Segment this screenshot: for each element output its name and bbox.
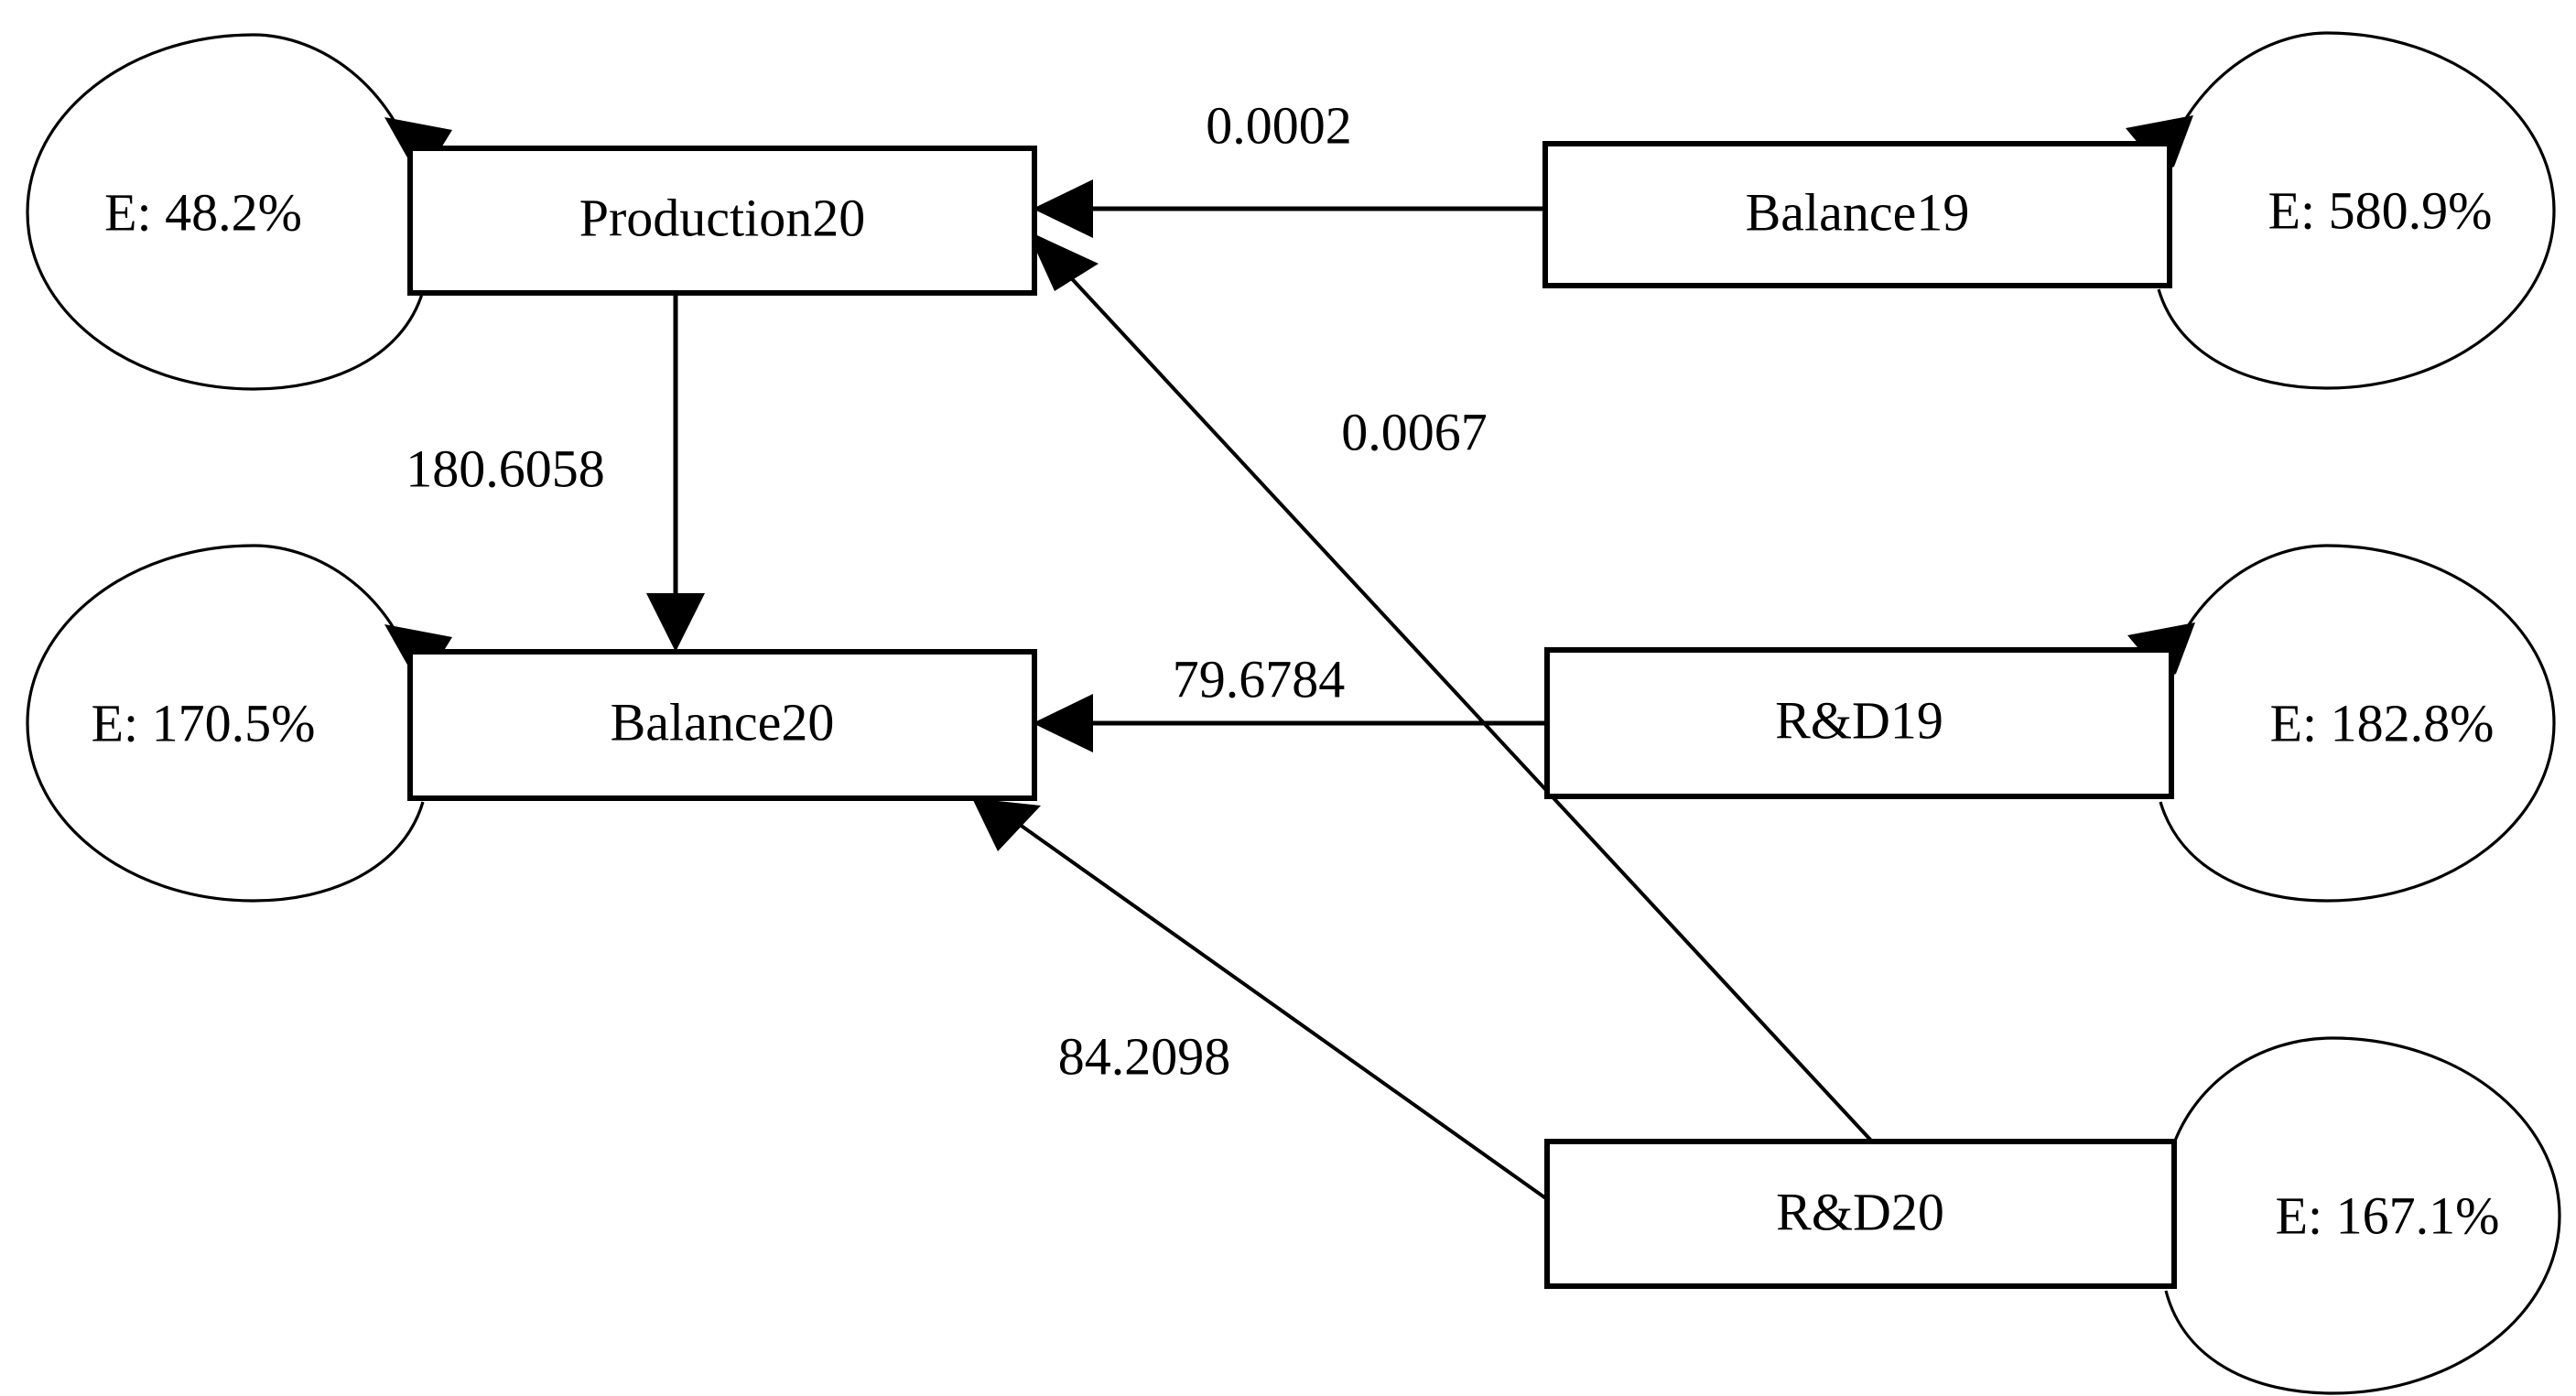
- node-balance19[interactable]: Balance19: [1542, 141, 2172, 288]
- node-box-rd20[interactable]: [1544, 1139, 2177, 1289]
- edge-arrowhead-production20-balance20: [646, 593, 705, 652]
- edge-line-rd20-production20: [1051, 256, 1874, 1143]
- error-ellipse-rd19: [2159, 544, 2556, 903]
- node-label-balance19: Balance19: [1746, 182, 1970, 242]
- edge-label-production20-balance20: 180.6058: [406, 438, 605, 498]
- edge-rd20-to-production20: 0.0067: [1027, 231, 1874, 1143]
- node-label-production20: Production20: [579, 188, 866, 247]
- error-ellipse-production20: [26, 33, 425, 391]
- node-production20[interactable]: Production20: [407, 146, 1037, 296]
- error-label-rd20: E: 167.1%: [2276, 1185, 2500, 1245]
- edge-arrowhead-rd19-balance20: [1033, 694, 1093, 752]
- error-loop-rd20: E: 167.1%: [2164, 1036, 2561, 1395]
- error-label-balance20: E: 170.5%: [92, 693, 316, 752]
- error-loop-balance19: E: 580.9%: [2126, 31, 2556, 390]
- edge-label-rd20-balance20: 84.2098: [1058, 1026, 1231, 1086]
- edge-production20-to-balance20: 180.6058: [406, 293, 705, 652]
- error-label-balance19: E: 580.9%: [2268, 180, 2493, 240]
- error-ellipse-balance19: [2157, 31, 2556, 390]
- edge-rd19-to-balance20: 79.6784: [1033, 649, 1547, 752]
- error-loop-balance20: E: 170.5%: [26, 544, 452, 903]
- edge-label-rd20-production20: 0.0067: [1341, 402, 1488, 461]
- node-rd20[interactable]: R&D20: [1544, 1139, 2177, 1289]
- edge-arrowhead-rd20-production20: [1027, 231, 1099, 291]
- edge-label-rd19-balance20: 79.6784: [1173, 649, 1346, 709]
- node-rd19[interactable]: R&D19: [1544, 647, 2174, 799]
- edge-arrowhead-rd20-balance20: [972, 798, 1041, 851]
- node-box-balance20[interactable]: [407, 649, 1037, 801]
- error-label-rd19: E: 182.8%: [2270, 693, 2495, 752]
- node-label-balance20: Balance20: [611, 692, 835, 752]
- error-ellipse-balance20: [26, 544, 425, 903]
- node-balance20[interactable]: Balance20: [407, 649, 1037, 801]
- error-loop-rd19: E: 182.8%: [2127, 544, 2556, 903]
- edge-arrowhead-balance19-production20: [1033, 179, 1093, 238]
- node-label-rd20: R&D20: [1776, 1182, 1944, 1241]
- edge-label-balance19-production20: 0.0002: [1206, 95, 1352, 155]
- edge-balance19-to-production20: 0.0002: [1033, 95, 1545, 238]
- error-label-production20: E: 48.2%: [104, 182, 302, 242]
- error-ellipse-rd20: [2164, 1036, 2561, 1395]
- error-loop-production20: E: 48.2%: [26, 33, 452, 391]
- node-label-rd19: R&D19: [1775, 690, 1943, 750]
- node-box-production20[interactable]: [407, 146, 1037, 296]
- edge-line-rd20-balance20: [1014, 820, 1549, 1201]
- edge-rd20-to-balance20: 84.2098: [972, 798, 1549, 1201]
- node-box-balance19[interactable]: [1542, 141, 2172, 288]
